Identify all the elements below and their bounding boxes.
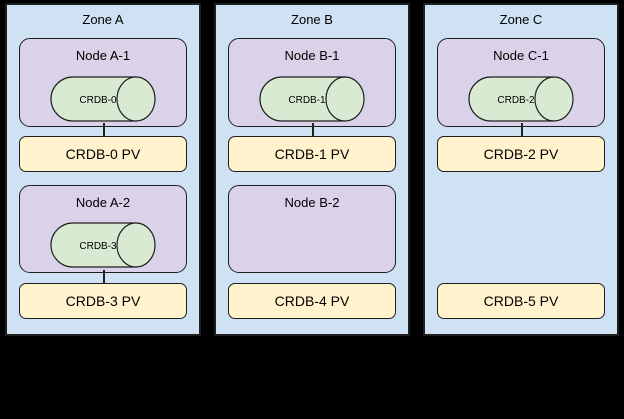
connector-line — [103, 123, 105, 136]
zone-c-panel: Zone C Node C-1 CRDB-2 CRDB-2 PV CRDB-5 … — [423, 3, 619, 336]
zone-a-panel: Zone A Node A-1 CRDB-0 CRDB-0 PV Node A-… — [5, 3, 201, 336]
pv-label: CRDB-3 PV — [65, 293, 141, 309]
node-b2-box: Node B-2 — [228, 185, 396, 273]
node-a1-box: Node A-1 CRDB-0 — [19, 38, 187, 127]
pv-label: CRDB-2 PV — [483, 146, 559, 162]
zone-label: Zone B — [291, 12, 333, 27]
connector-line — [103, 270, 105, 283]
cylinder-label: CRDB-1 — [288, 95, 326, 106]
database-cylinder-icon: CRDB-1 — [258, 76, 366, 122]
cylinder-label: CRDB-3 — [79, 241, 117, 252]
node-a2-box: Node A-2 CRDB-3 — [19, 185, 187, 273]
pv-label: CRDB-5 PV — [483, 293, 559, 309]
pv-box: CRDB-3 PV — [19, 283, 187, 319]
database-cylinder-icon: CRDB-3 — [49, 222, 157, 268]
node-label: Node A-2 — [75, 195, 131, 210]
node-b1-box: Node B-1 CRDB-1 — [228, 38, 396, 127]
pv-box: CRDB-0 PV — [19, 136, 187, 172]
node-label: Node A-1 — [75, 48, 131, 63]
connector-line — [312, 123, 314, 136]
zone-b-panel: Zone B Node B-1 CRDB-1 CRDB-1 PV Node B-… — [214, 3, 410, 336]
connector-line — [521, 123, 523, 136]
database-cylinder-icon: CRDB-2 — [467, 76, 575, 122]
node-label: Node B-1 — [284, 48, 340, 63]
zone-label: Zone A — [82, 12, 124, 27]
database-cylinder-icon: CRDB-0 — [49, 76, 157, 122]
pv-box: CRDB-4 PV — [228, 283, 396, 319]
cylinder-label: CRDB-2 — [497, 95, 535, 106]
node-label: Node C-1 — [493, 48, 549, 63]
pv-label: CRDB-4 PV — [274, 293, 350, 309]
zone-label: Zone C — [499, 12, 543, 27]
pv-label: CRDB-0 PV — [65, 146, 141, 162]
node-c1-box: Node C-1 CRDB-2 — [437, 38, 605, 127]
pv-label: CRDB-1 PV — [274, 146, 350, 162]
pv-box: CRDB-1 PV — [228, 136, 396, 172]
node-label: Node B-2 — [284, 195, 340, 210]
pv-box: CRDB-2 PV — [437, 136, 605, 172]
cylinder-label: CRDB-0 — [79, 95, 117, 106]
pv-box: CRDB-5 PV — [437, 283, 605, 319]
